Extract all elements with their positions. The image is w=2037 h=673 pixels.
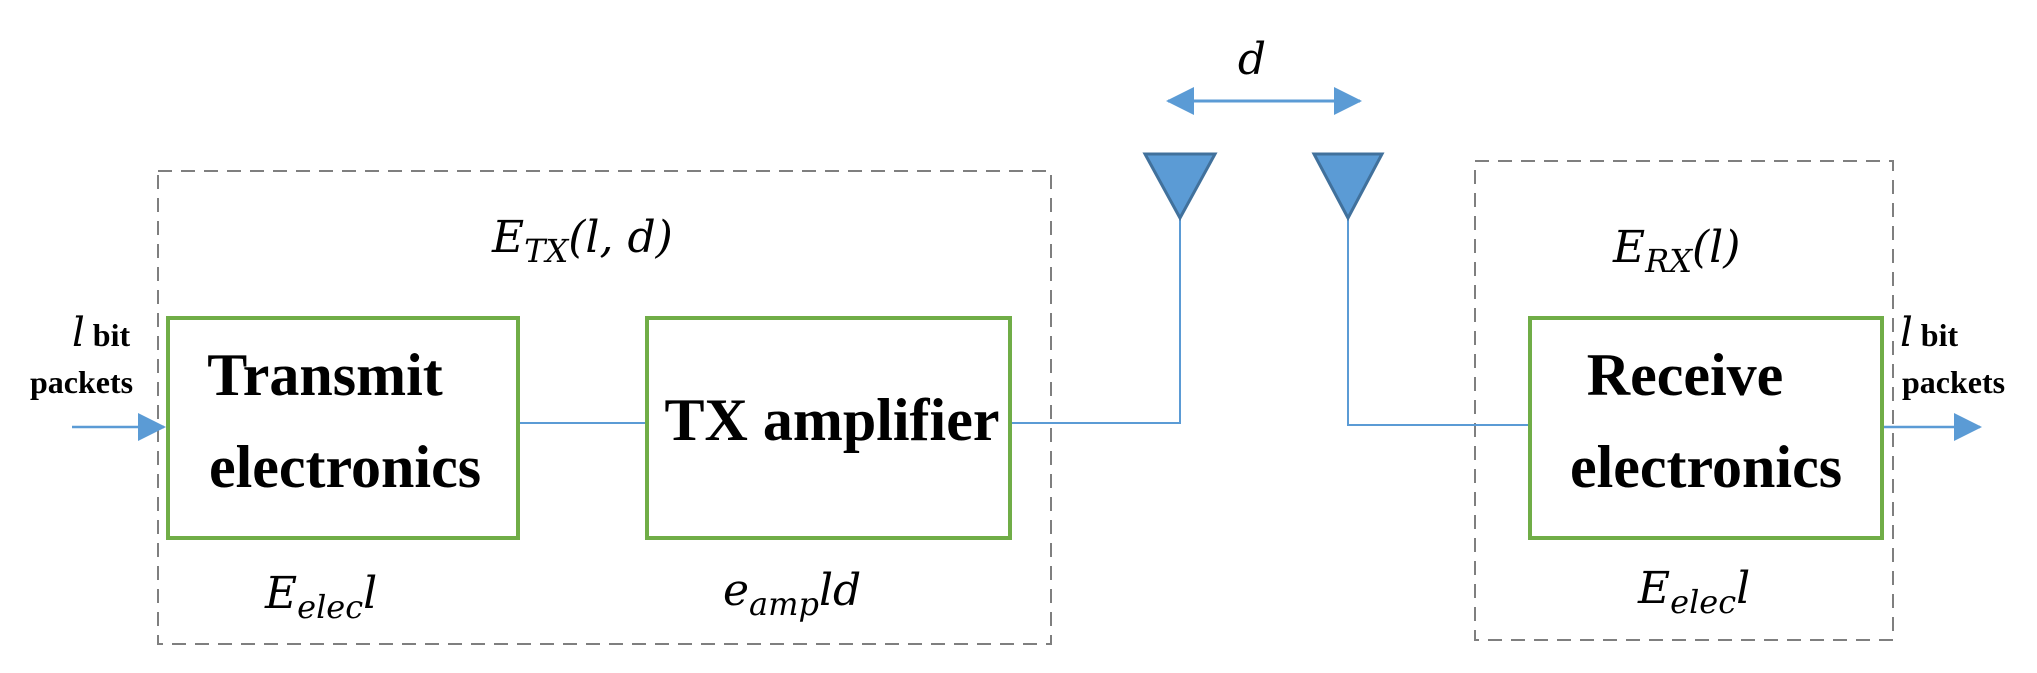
input-packets-label: packets (30, 364, 133, 400)
tx-energy-label: ETX(l, d) (491, 212, 673, 270)
rx-energy-label: ERX(l) (1612, 222, 1740, 280)
rx-antenna-to-receiver-wire (1347, 215, 1530, 426)
rx-antenna-icon (1311, 152, 1385, 222)
tx-electronics-energy-label: Eelecl (264, 568, 377, 626)
transmitter-dashed-box (157, 170, 1052, 645)
receive-electronics-label-line2: electronics (1570, 434, 1842, 500)
distance-label: d (1238, 34, 1266, 85)
transmit-electronics-block (166, 316, 520, 540)
receiver-dashed-box (1474, 160, 1894, 641)
output-packets-label: packets (1902, 364, 2005, 400)
rx-electronics-energy-label: Eelecl (1637, 563, 1750, 621)
tx-amplifier-block (645, 316, 1012, 540)
tx-amplifier-label: TX amplifier (665, 387, 1000, 453)
amplifier-energy-label: eampld (723, 565, 861, 623)
amplifier-to-tx-antenna-wire (1010, 215, 1181, 424)
transmit-electronics-label-line2: electronics (209, 434, 481, 500)
receive-electronics-block (1528, 316, 1884, 540)
receive-electronics-label-line1: Receive (1587, 342, 1784, 408)
transmit-electronics-label-line1: Transmit (207, 342, 443, 408)
tx-antenna-icon (1142, 152, 1218, 222)
